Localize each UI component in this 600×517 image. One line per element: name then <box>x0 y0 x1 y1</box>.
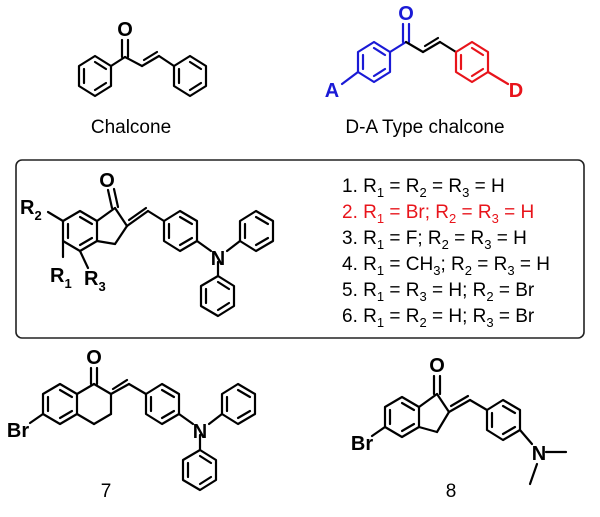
vinyl-phenyl-ring <box>162 209 199 253</box>
compound-7-n-phenyl-bottom <box>181 448 218 492</box>
n-phenyl-ring-bottom <box>199 274 236 318</box>
acceptor-label: A <box>325 80 339 102</box>
compound-7-n-phenyl-right <box>220 382 257 426</box>
donor-label: D <box>509 80 523 102</box>
substituent-item-2: 2. R1 = Br; R2 = R3 = H <box>342 202 534 226</box>
chalcone-structure: O <box>77 19 208 98</box>
compound-8-number: 8 <box>446 481 457 502</box>
compound-series-box <box>15 159 585 339</box>
n-phenyl-ring-right <box>238 209 275 253</box>
compound-7-number: 7 <box>101 481 112 502</box>
carbonyl-oxygen-label: O <box>117 19 133 41</box>
amine-nitrogen-label: N <box>211 248 225 270</box>
compound-7-nitrogen-label: N <box>193 421 207 443</box>
substituent-item-4: 4. R1 = CH3; R2 = R3 = H <box>342 254 550 278</box>
compound-8-nitrogen-label: N <box>532 443 546 465</box>
compound-7-vinyl-phenyl <box>144 382 181 426</box>
compound-8-structure: O Br N <box>351 355 568 486</box>
compound-8-oxygen-label: O <box>429 355 445 377</box>
chalcone-caption: Chalcone <box>91 117 171 138</box>
compound-7-bromo-label: Br <box>7 420 29 442</box>
substituent-list: 1. R1 = R2 = R3 = H2. R1 = Br; R2 = R3 =… <box>342 176 550 330</box>
donor-phenyl-ring <box>454 40 490 84</box>
substituent-item-3: 3. R1 = F; R2 = R3 = H <box>342 228 527 252</box>
substituent-item-1: 1. R1 = R2 = R3 = H <box>342 176 505 200</box>
da-chalcone-structure: O A D <box>325 3 523 102</box>
compound-8-bromo-label: Br <box>351 433 373 455</box>
compound-7-oxygen-label: O <box>86 347 102 369</box>
da-carbonyl-oxygen-label: O <box>398 3 414 25</box>
substituent-r3-label: R3 <box>84 268 106 294</box>
right-phenyl-ring <box>172 54 208 98</box>
compound-8-vinyl-phenyl <box>485 398 522 442</box>
indanone-oxygen-label: O <box>99 170 115 192</box>
compound-7-structure: O Br N <box>7 347 257 492</box>
substituent-r2-label: R2 <box>20 197 42 223</box>
indanone-triphenylamine-structure: O N R2 R1 R3 <box>20 170 275 318</box>
substituent-item-6: 6. R1 = R2 = H; R3 = Br <box>342 306 535 330</box>
substituent-item-5: 5. R1 = R3 = H; R2 = Br <box>342 280 535 304</box>
da-chalcone-caption: D-A Type chalcone <box>345 117 504 138</box>
substituent-r1-label: R1 <box>50 265 72 291</box>
